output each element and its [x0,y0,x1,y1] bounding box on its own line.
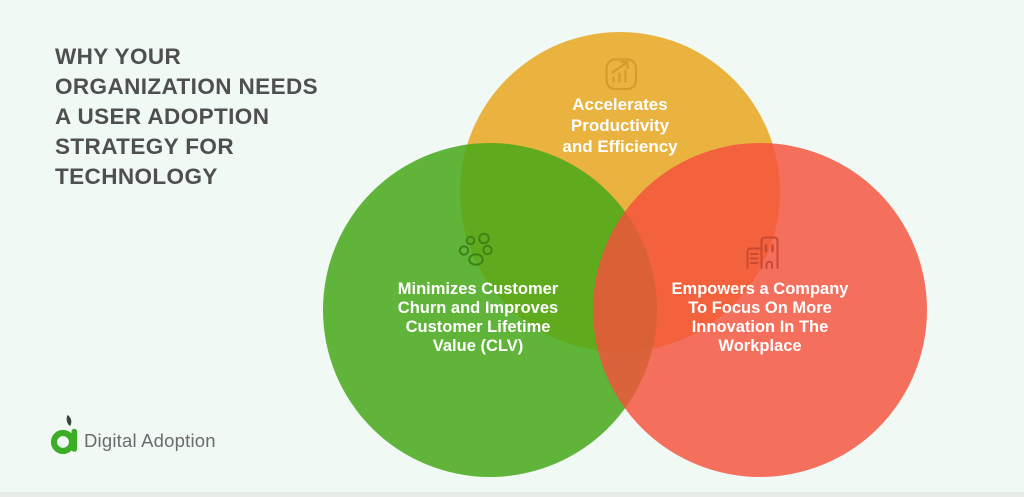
label-line: and Efficiency [562,137,678,156]
label-line: Innovation In The [691,318,829,336]
title-line: TECHNOLOGY [55,164,218,189]
label-line: Workplace [718,337,802,355]
digital-adoption-logo-icon [50,415,78,455]
title-line: STRATEGY FOR [55,134,234,159]
label-line: Productivity [570,116,670,135]
label-customer: Minimizes Customer Churn and Improves Cu… [398,280,558,356]
venn-circle-customer [323,143,657,477]
label-line: To Focus On More [688,299,832,317]
title-line: WHY YOUR [55,44,182,69]
logo-text: Digital Adoption [84,429,216,451]
label-innovation: Empowers a Company To Focus On More Inno… [672,280,849,356]
label-line: Churn and Improves [397,299,559,317]
buildings-icon [746,236,779,269]
title-line: ORGANIZATION NEEDS [55,74,319,99]
label-line: Customer Lifetime [405,318,551,336]
growth-chart-icon [605,58,638,91]
venn-circle-innovation [593,143,927,477]
digital-adoption-logo: Digital Adoption [50,414,216,456]
label-line: Accelerates [572,95,668,114]
page-title: WHY YOUR ORGANIZATION NEEDS A USER ADOPT… [55,42,385,192]
label-line: Minimizes Customer [397,280,559,298]
title-line: A USER ADOPTION [55,104,270,129]
user-group-icon [458,232,493,266]
label-line: Value (CLV) [432,337,524,355]
bottom-divider [0,492,1024,497]
label-productivity: Accelerates Productivity and Efficiency [562,94,677,157]
label-line: Empowers a Company [671,280,849,298]
